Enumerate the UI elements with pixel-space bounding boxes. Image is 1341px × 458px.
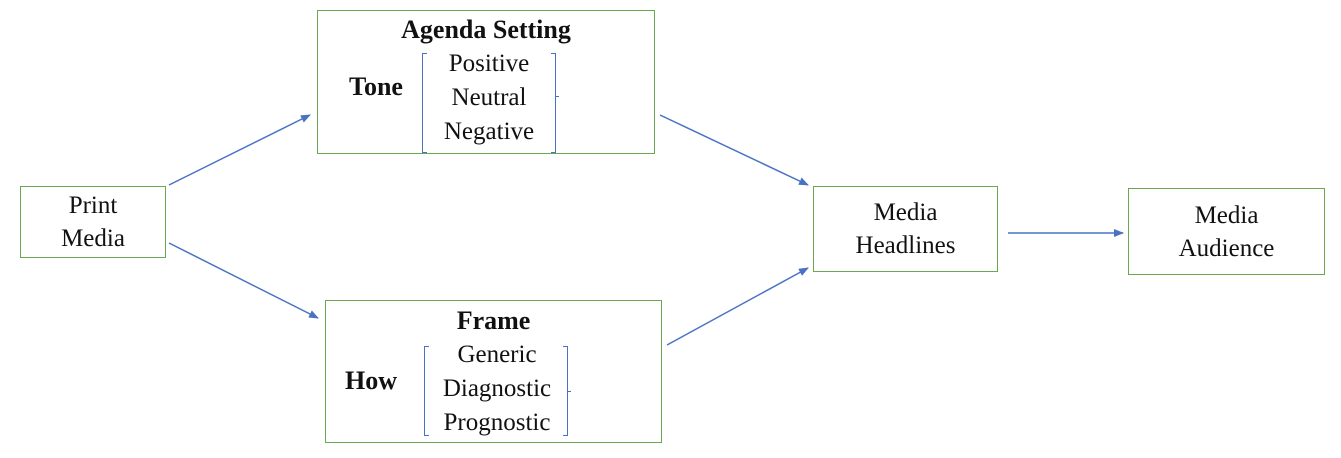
edge-print-to-frame (168, 242, 319, 319)
agenda-option: Negative (443, 118, 535, 145)
frame-side-label: How (345, 366, 397, 395)
agenda-setting-side-label: Tone (349, 72, 403, 101)
node-media-headlines: Media Headlines (813, 186, 998, 272)
frame-option: Generic (457, 341, 537, 368)
frame-option: Prognostic (443, 409, 551, 436)
node-agenda-setting: Agenda Setting Tone Positive Neutral Neg… (317, 10, 655, 154)
agenda-option: Positive (448, 50, 530, 77)
agenda-bracket-tick (556, 96, 559, 98)
frame-left-bracket (424, 346, 429, 436)
frame-title: Frame (456, 306, 531, 335)
node-print-media: Print Media (20, 186, 166, 258)
frame-bracket-tick (568, 391, 571, 393)
frame-right-bracket (563, 346, 568, 436)
agenda-setting-title: Agenda Setting (401, 15, 571, 44)
edge-frame-to-headlines (666, 267, 809, 346)
node-media-headlines-line-1: Media (873, 199, 938, 226)
edge-agenda-to-headlines (659, 114, 809, 186)
node-media-audience-line-1: Media (1194, 201, 1259, 229)
edge-print-to-agenda (168, 114, 311, 186)
node-media-audience: Media Audience (1128, 188, 1325, 275)
node-print-media-line-2: Media (61, 225, 125, 252)
node-media-headlines-line-2: Headlines (855, 232, 956, 259)
agenda-right-bracket (551, 53, 556, 153)
node-print-media-line-1: Print (68, 192, 118, 219)
agenda-setting-options: Positive Neutral Negative (420, 47, 558, 149)
frame-options: Generic Diagnostic Prognostic (427, 338, 567, 440)
frame-option: Diagnostic (442, 375, 552, 402)
agenda-left-bracket (422, 53, 427, 153)
node-media-audience-line-2: Audience (1178, 234, 1275, 262)
node-frame: Frame How Generic Diagnostic Prognostic (325, 300, 662, 443)
agenda-option: Neutral (451, 84, 527, 111)
